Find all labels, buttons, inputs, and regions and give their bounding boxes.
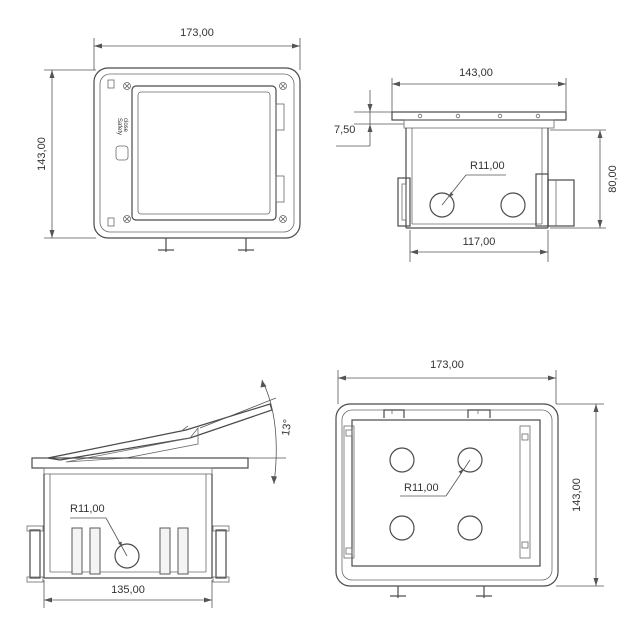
front-lip-dimension: 7,50 xyxy=(334,124,355,136)
front-depth-dimension: 80,00 xyxy=(607,165,619,193)
side-angle-dimension: 13° xyxy=(280,419,294,437)
top-view: 173,00 143,00 Safety close xyxy=(36,27,301,252)
front-radius-dimension: R11,00 xyxy=(470,160,505,172)
lid-label-safety: Safety xyxy=(116,118,122,135)
screw-icon xyxy=(123,82,287,223)
side-view: 13° R11,00 135,00 xyxy=(26,379,294,608)
front-body-width-dimension: 117,00 xyxy=(463,236,496,248)
bottom-radius-dimension: R11,00 xyxy=(404,482,439,494)
side-body-width-dimension: 135,00 xyxy=(111,584,145,596)
lid-label-close: close xyxy=(122,118,128,133)
bottom-width-dimension: 173,00 xyxy=(430,359,464,371)
front-top-width-dimension: 143,00 xyxy=(459,67,493,79)
front-view: 143,00 7,50 R11,0 xyxy=(334,67,619,262)
top-height-dimension: 143,00 xyxy=(36,137,48,171)
side-radius-dimension: R11,00 xyxy=(70,503,105,515)
top-width-dimension: 173,00 xyxy=(180,27,214,39)
bottom-height-dimension: 143,00 xyxy=(571,478,583,512)
bottom-view: 173,00 143,00 R11,00 xyxy=(335,359,604,598)
